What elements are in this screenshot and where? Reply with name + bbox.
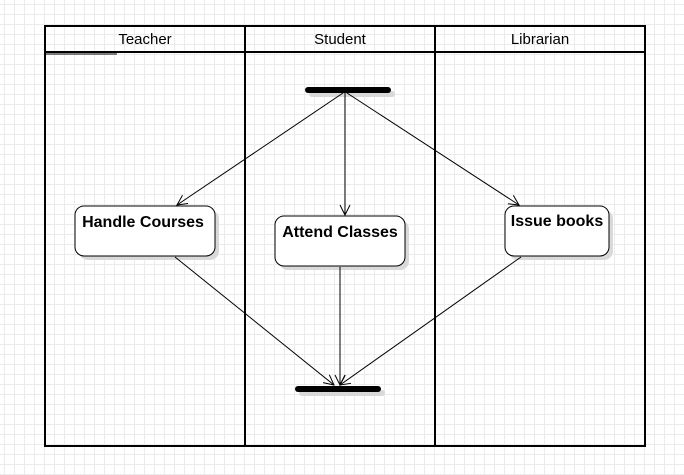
edge-issue-books-to-join[interactable] [340, 256, 522, 385]
fork-bar[interactable] [305, 87, 395, 97]
node-box [504, 205, 610, 257]
edge-handle-courses-to-join[interactable] [174, 256, 334, 385]
node-issue-books[interactable]: Issue books [504, 205, 613, 260]
node-box [74, 205, 216, 257]
lane-title-teacher[interactable]: Teacher [118, 31, 171, 48]
pool-border [44, 25, 646, 447]
node-label: Attend Classes [282, 224, 398, 241]
edge-fork-to-handle-courses[interactable] [177, 92, 344, 205]
swimlane-pool: Teacher Student Librarian [44, 25, 646, 447]
join-bar[interactable] [295, 386, 385, 396]
fork-bar-body [305, 87, 391, 93]
lane-title-student[interactable]: Student [314, 31, 367, 48]
edge-fork-to-issue-books[interactable] [346, 92, 519, 205]
node-handle-courses[interactable]: Handle Courses [74, 205, 219, 260]
node-attend-classes[interactable]: Attend Classes [274, 215, 409, 270]
node-label: Handle Courses [82, 214, 204, 231]
lane-title-librarian[interactable]: Librarian [511, 31, 569, 48]
node-label: Issue books [511, 213, 604, 230]
node-box [274, 215, 406, 267]
join-bar-body [295, 386, 381, 392]
flow-edges [174, 92, 522, 385]
